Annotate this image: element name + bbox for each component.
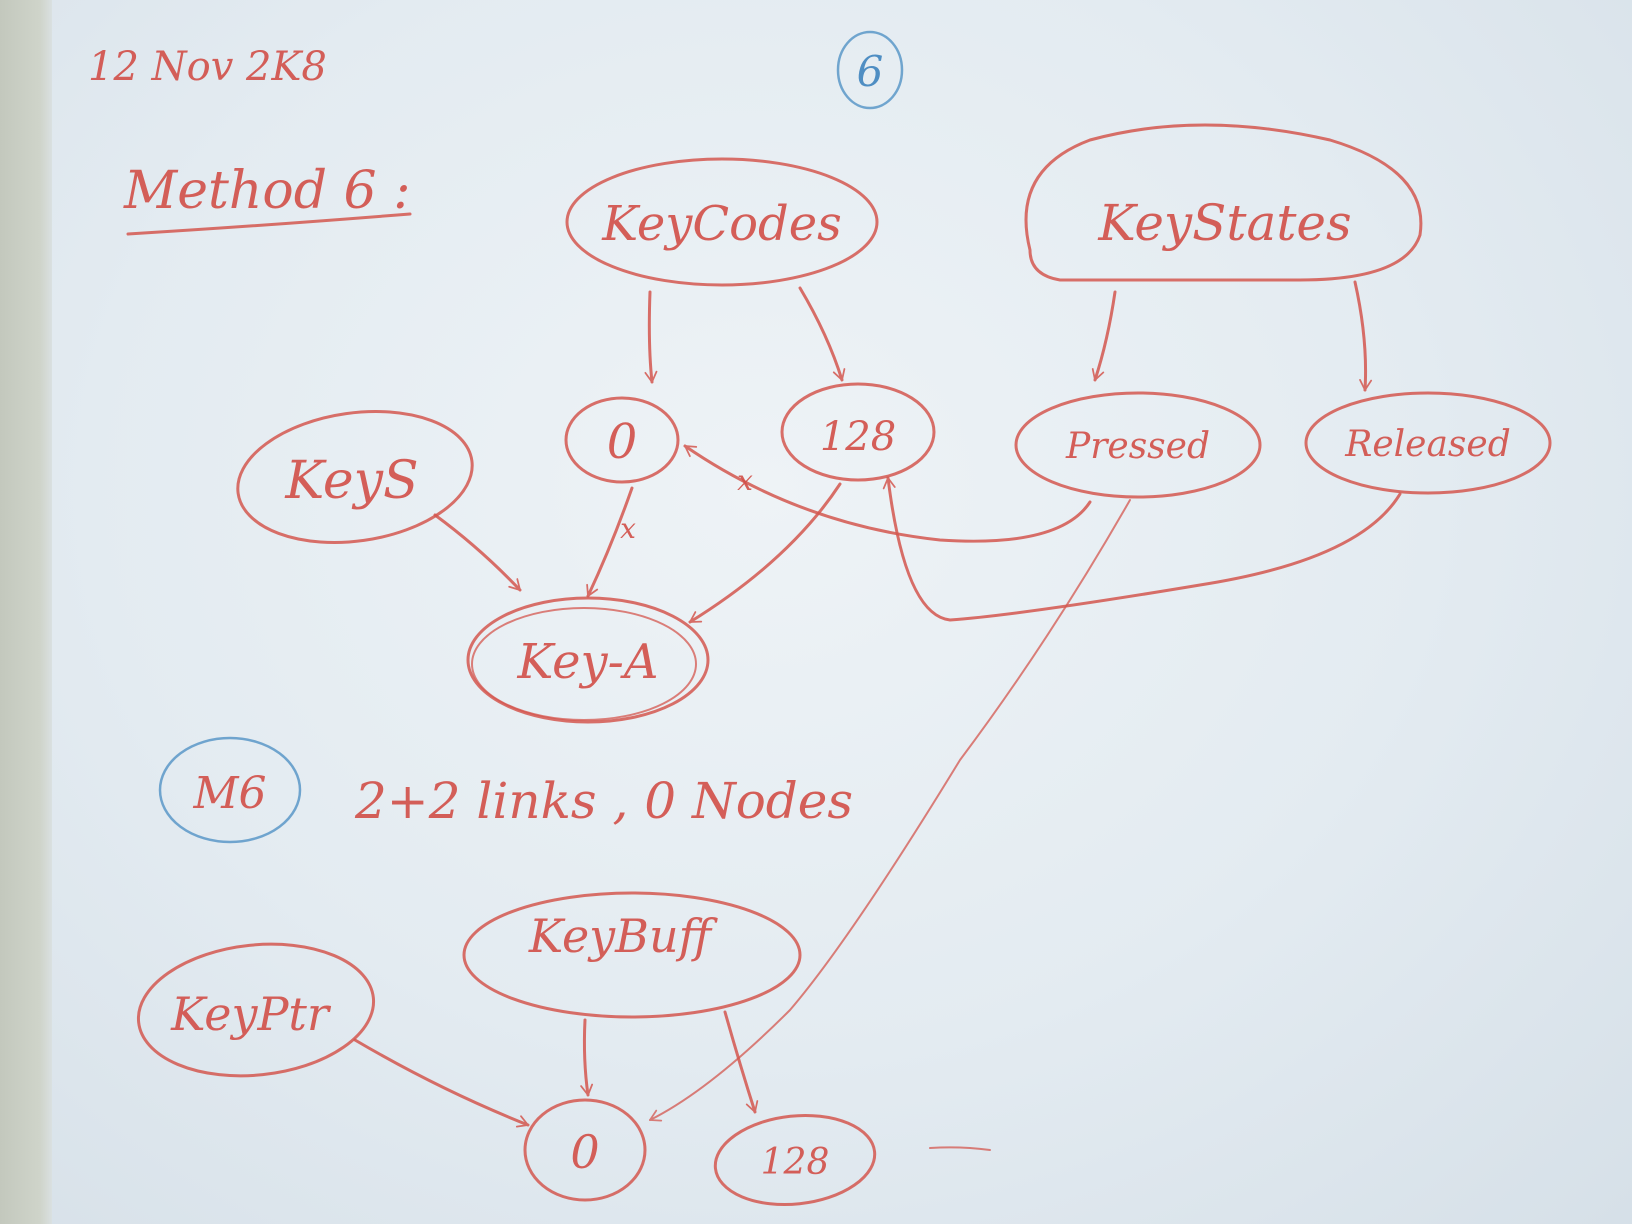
arrow-keyptr-to-buff-zero [353,1038,530,1128]
arrow-128-to-key-a [688,482,842,624]
node-released [1304,391,1552,495]
node-128-label: 128 [820,414,896,460]
node-key-a-double [471,607,697,721]
node-zero-label: 0 [607,414,638,470]
arrow-zero-to-key-a [586,486,634,598]
page-number-circle [836,30,904,110]
m6-circle [158,736,302,844]
node-keys [236,410,474,544]
node-keybuff-label: KeyBuff [528,909,719,963]
node-zero [564,396,680,484]
arrow-keycodes-to-zero [644,290,658,384]
cross-mark-1: x [620,512,636,545]
node-keyptr [136,942,376,1078]
node-128 [780,382,936,482]
stray-dash [929,1146,991,1151]
node-pressed [1014,391,1262,499]
arrow-released-to-128 [882,476,1402,622]
arrow-keycodes-to-128 [798,286,846,382]
arrow-keybuff-to-buff-128 [723,1010,759,1114]
node-buff-128 [713,1113,877,1207]
node-keystates [1024,123,1423,282]
node-keycodes-label: KeyCodes [601,196,841,252]
method-title: Method 6 : [123,161,411,221]
node-buff-zero-label: 0 [570,1125,599,1179]
title-underline [126,212,412,236]
paper-sheet [52,0,1632,1224]
m6-label: M6 [192,768,266,819]
summary-text: 2+2 links , 0 Nodes [354,772,853,830]
date-label: 12 Nov 2K8 [88,44,327,90]
node-keybuff [462,891,802,1019]
line-pressed-to-buff-zero [649,499,1131,1122]
node-key-a [466,596,710,724]
arrow-keystates-to-pressed [1091,290,1117,382]
node-released-label: Released [1344,424,1511,465]
page-number: 6 [857,47,884,96]
cross-mark-2: x [737,464,753,497]
node-pressed-label: Pressed [1065,426,1210,467]
arrow-keystates-to-released [1353,280,1373,392]
arrow-keys-to-key-a [433,513,522,592]
arrow-keybuff-to-buff-zero [580,1018,594,1097]
node-keys-label: KeyS [284,451,418,511]
node-key-a-label: Key-A [517,634,659,690]
node-keyptr-label: KeyPtr [170,987,332,1041]
node-buff-128-label: 128 [761,1142,830,1183]
arrow-pressed-to-zero [683,444,1092,543]
node-keycodes [565,157,879,287]
node-keystates-label: KeyStates [1097,194,1351,252]
node-buff-zero [523,1098,647,1202]
